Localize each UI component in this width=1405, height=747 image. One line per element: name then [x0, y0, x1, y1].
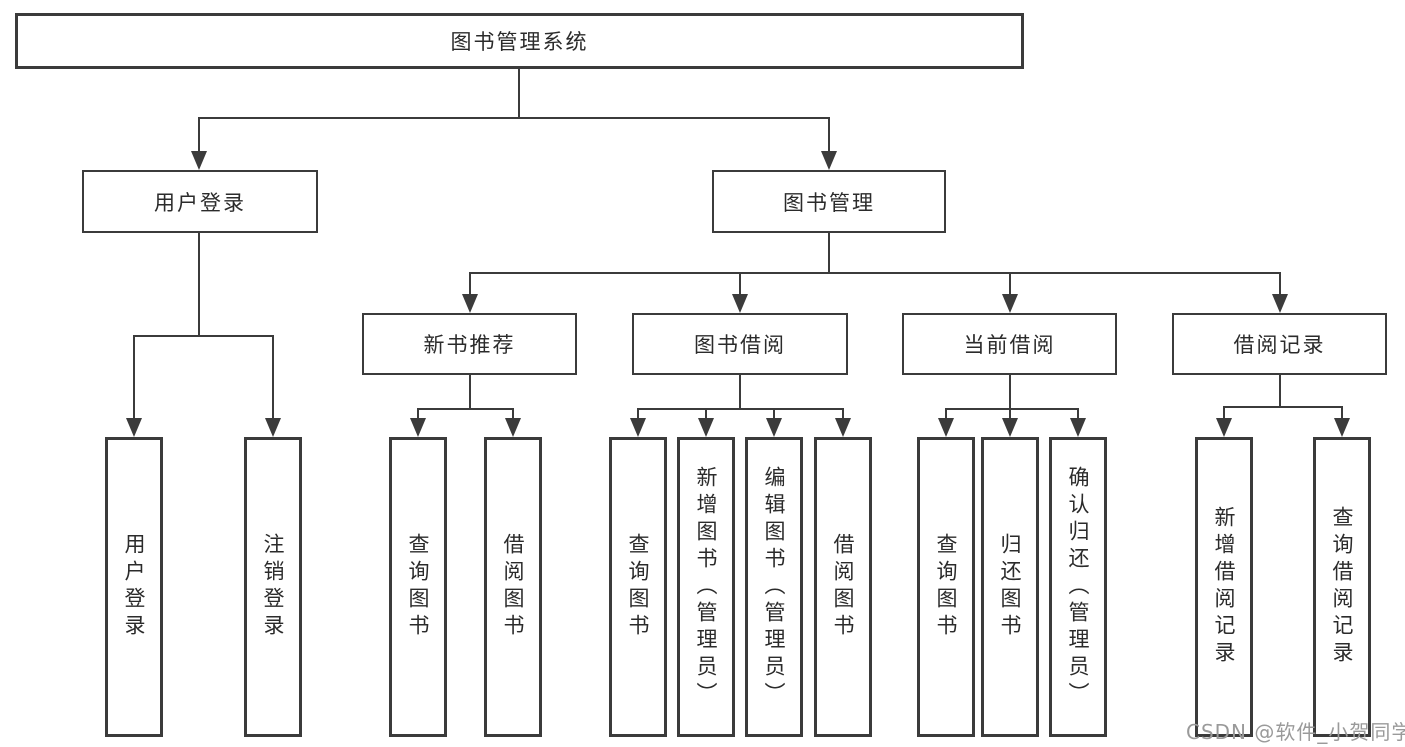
leaf-query-borrow-record: 查询借阅记录: [1313, 437, 1371, 737]
connector-shaft: [272, 335, 274, 420]
connector-shaft: [739, 272, 741, 296]
connector-shaft: [1223, 406, 1225, 421]
leaf-borrow-books-recommend-label: 借阅图书: [501, 533, 525, 641]
connector-shaft: [1341, 406, 1343, 421]
node-book-borrow-label: 图书借阅: [694, 333, 786, 357]
arrowhead-down-icon: [1002, 294, 1018, 313]
leaf-return-book-label: 归还图书: [998, 533, 1022, 641]
connector-shaft: [1009, 408, 1011, 421]
connector-shaft: [417, 408, 419, 421]
connector-shaft: [133, 335, 135, 420]
leaf-add-borrow-record-label: 新增借阅记录: [1212, 506, 1236, 668]
node-borrow-records: 借阅记录: [1172, 313, 1387, 375]
arrowhead-down-icon: [698, 418, 714, 437]
arrowhead-down-icon: [1070, 418, 1086, 437]
leaf-query-books-recommend: 查询图书: [389, 437, 447, 737]
arrowhead-down-icon: [630, 418, 646, 437]
leaf-query-books-current-label: 查询图书: [934, 533, 958, 641]
connector-book-borrow-split: [637, 408, 844, 410]
connector-shaft: [637, 408, 639, 421]
arrowhead-down-icon: [265, 418, 281, 437]
leaf-query-books-borrow-label: 查询图书: [626, 533, 650, 641]
connector-book-borrow-stem: [739, 375, 741, 410]
leaf-borrow-books-recommend: 借阅图书: [484, 437, 542, 737]
leaf-query-borrow-record-label: 查询借阅记录: [1330, 506, 1354, 668]
leaf-query-books-borrow: 查询图书: [609, 437, 667, 737]
arrowhead-down-icon: [191, 151, 207, 170]
arrowhead-down-icon: [766, 418, 782, 437]
arrowhead-down-icon: [835, 418, 851, 437]
leaf-edit-book-admin-label: 编辑图书（管理员）: [762, 465, 786, 709]
leaf-edit-book-admin: 编辑图书（管理员）: [745, 437, 803, 737]
node-user-login: 用户登录: [82, 170, 318, 233]
connector-shaft: [773, 408, 775, 421]
connector-book-mgmt-split: [469, 272, 1281, 274]
leaf-query-books-current: 查询图书: [917, 437, 975, 737]
node-root: 图书管理系统: [15, 13, 1024, 69]
connector-current-borrow-split: [945, 408, 1079, 410]
connector-shaft: [1009, 272, 1011, 296]
arrowhead-down-icon: [1216, 418, 1232, 437]
node-book-management-label: 图书管理: [783, 190, 875, 215]
connector-shaft: [512, 408, 514, 421]
leaf-logout-label: 注销登录: [261, 533, 285, 641]
arrowhead-down-icon: [1272, 294, 1288, 313]
leaf-confirm-return-admin-label: 确认归还（管理员）: [1066, 465, 1090, 709]
connector-shaft: [705, 408, 707, 421]
node-current-borrow-label: 当前借阅: [963, 333, 1056, 357]
connector-shaft: [828, 117, 830, 153]
connector-shaft: [945, 408, 947, 421]
connector-new-book-split: [417, 408, 514, 410]
connector-user-login-stem: [198, 233, 200, 337]
arrowhead-down-icon: [410, 418, 426, 437]
connector-current-borrow-stem: [1009, 375, 1011, 410]
node-book-borrow: 图书借阅: [632, 313, 848, 375]
leaf-user-login-label: 用户登录: [122, 533, 146, 641]
node-new-book-recommend-label: 新书推荐: [423, 333, 516, 357]
node-current-borrow: 当前借阅: [902, 313, 1117, 375]
leaf-confirm-return-admin: 确认归还（管理员）: [1049, 437, 1107, 737]
connector-shaft: [1279, 272, 1281, 296]
arrowhead-down-icon: [505, 418, 521, 437]
arrowhead-down-icon: [1002, 418, 1018, 437]
arrowhead-down-icon: [126, 418, 142, 437]
connector-user-login-split: [133, 335, 274, 337]
leaf-user-login: 用户登录: [105, 437, 163, 737]
connector-borrow-records-stem: [1279, 375, 1281, 408]
leaf-add-borrow-record: 新增借阅记录: [1195, 437, 1253, 737]
node-new-book-recommend: 新书推荐: [362, 313, 577, 375]
connector-borrow-records-split: [1223, 406, 1343, 408]
arrowhead-down-icon: [938, 418, 954, 437]
arrowhead-down-icon: [1334, 418, 1350, 437]
connector-root-split: [198, 117, 830, 119]
leaf-return-book: 归还图书: [981, 437, 1039, 737]
connector-shaft: [198, 117, 200, 153]
csdn-watermark: CSDN @软件_小贺同学: [1186, 720, 1405, 744]
leaf-borrow-books-label: 借阅图书: [831, 533, 855, 641]
node-book-management: 图书管理: [712, 170, 946, 233]
connector-root-stem: [518, 69, 520, 118]
arrowhead-down-icon: [462, 294, 478, 313]
leaf-query-books-recommend-label: 查询图书: [406, 533, 430, 641]
leaf-add-book-admin: 新增图书（管理员）: [677, 437, 735, 737]
node-root-label: 图书管理系统: [450, 30, 589, 54]
connector-shaft: [842, 408, 844, 421]
connector-book-mgmt-stem: [828, 233, 830, 274]
leaf-logout: 注销登录: [244, 437, 302, 737]
node-user-login-label: 用户登录: [154, 190, 246, 215]
leaf-add-book-admin-label: 新增图书（管理员）: [694, 465, 718, 709]
connector-shaft: [469, 272, 471, 296]
arrowhead-down-icon: [732, 294, 748, 313]
arrowhead-down-icon: [821, 151, 837, 170]
connector-shaft: [1077, 408, 1079, 421]
connector-new-book-stem: [469, 375, 471, 410]
leaf-borrow-books: 借阅图书: [814, 437, 872, 737]
node-borrow-records-label: 借阅记录: [1233, 333, 1326, 357]
